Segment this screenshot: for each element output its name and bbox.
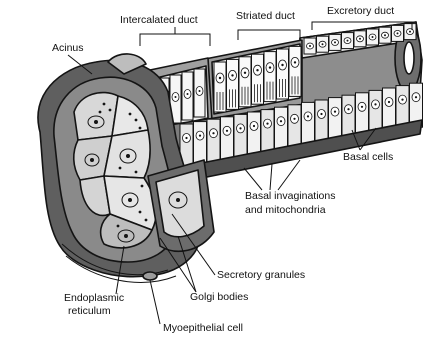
duct-cell [252, 54, 264, 104]
duct-cell [261, 110, 274, 154]
striated-duct-label: Striated duct [236, 10, 295, 22]
secretory-granules-label: Secretory granules [217, 269, 305, 281]
duct-cell [264, 52, 276, 102]
duct-cell [214, 62, 226, 112]
duct-cell [239, 57, 251, 107]
myoepithelial-cell-label: Myoepithelial cell [163, 322, 243, 334]
endoplasmic-reticulum-label-line1: Endoplasmic [64, 292, 124, 304]
basal-invaginations-label-line1: Basal invaginations [245, 190, 335, 202]
duct-cell [379, 27, 391, 43]
duct-cell [227, 59, 239, 109]
duct-cell [354, 31, 366, 47]
duct-cell [182, 72, 193, 120]
endoplasmic-reticulum-label-line2: reticulum [68, 305, 111, 317]
duct-cell [275, 107, 288, 151]
intercalated-duct-label: Intercalated duct [120, 14, 198, 26]
duct-cell [304, 38, 316, 54]
basal-invaginations-label-line2: and mitochondria [245, 204, 326, 216]
duct-cell [221, 117, 234, 161]
duct-cell [194, 122, 207, 166]
duct-cell [367, 29, 379, 45]
duct-cell [207, 119, 220, 163]
excretory-duct-label: Excretory duct [327, 5, 394, 17]
duct-cell [392, 25, 404, 41]
duct-cell [342, 33, 354, 49]
duct-cell [277, 49, 289, 99]
golgi-bodies-label: Golgi bodies [190, 291, 248, 303]
acinus-label: Acinus [52, 42, 84, 54]
duct-cell [302, 102, 315, 146]
cross-section-drawing [148, 160, 214, 251]
duct-cell [317, 36, 329, 52]
duct-cell [288, 105, 301, 149]
duct-cell [289, 46, 301, 96]
basal-cells-label: Basal cells [343, 151, 393, 163]
duct-cell [234, 114, 247, 158]
duct-cell [329, 98, 342, 142]
duct-cell [329, 34, 341, 50]
duct-cell [248, 112, 261, 156]
duct-cell [315, 100, 328, 144]
duct-cell [404, 24, 416, 40]
duct-cell [194, 69, 205, 117]
